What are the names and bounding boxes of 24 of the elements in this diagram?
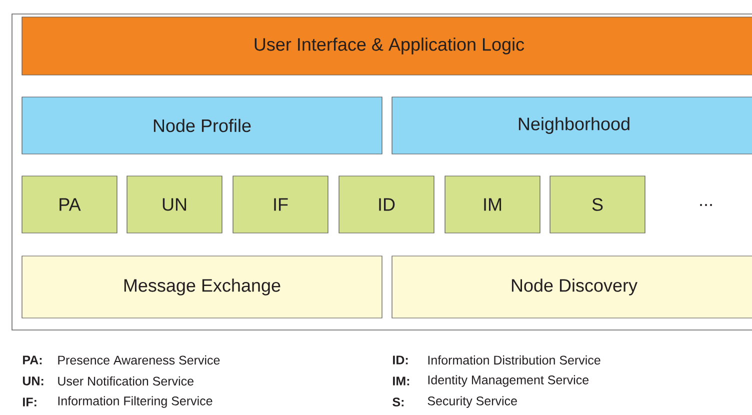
ellipsis-label: ...: [700, 204, 712, 206]
layer-bar: User Interface & Application Logic: [22, 16, 752, 76]
legend-description: Presence Awareness Service: [58, 355, 220, 365]
service-box: IF: [232, 176, 328, 234]
legend-key: ID:: [393, 356, 408, 364]
legend-key: S:: [392, 398, 404, 406]
legend-description: Identity Management Service: [428, 375, 589, 387]
service-box: ID: [338, 176, 434, 234]
legend-key: IF:: [23, 398, 36, 406]
layer-box: Neighborhood: [392, 96, 752, 154]
service-box: S: [550, 176, 646, 234]
legend-description: Information Distribution Service: [428, 355, 600, 365]
layer-box: Node Discovery: [392, 256, 752, 318]
legend-key: IM:: [393, 376, 410, 386]
legend-description: Security Service: [428, 396, 517, 408]
service-box: IM: [444, 176, 540, 234]
legend-description: Information Filtering Service: [58, 396, 212, 408]
legend-key: PA:: [23, 356, 42, 364]
legend-key: UN:: [22, 376, 44, 386]
layer-box: Node Profile: [22, 96, 382, 154]
legend-description: User Notification Service: [58, 376, 194, 386]
layer-box: Message Exchange: [22, 256, 382, 318]
service-box: PA: [22, 176, 118, 234]
service-box: UN: [126, 176, 222, 234]
